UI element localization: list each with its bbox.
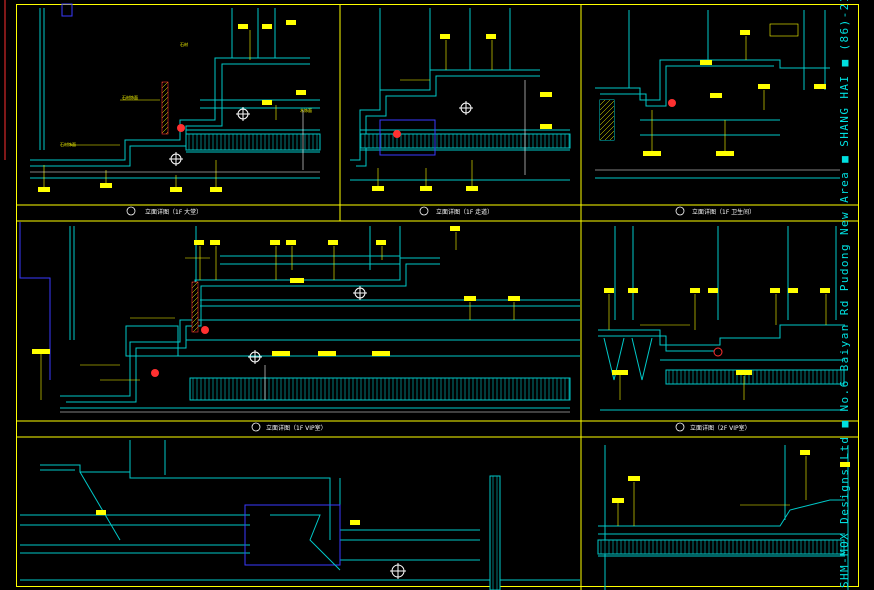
detail-title-5: 立面详图（2F VIP室）	[675, 422, 751, 432]
company-info-vertical: SHM-MOX Designs Ltd ■ No.6 Baiyan Rd Pud…	[838, 0, 851, 588]
detail-2f-vip	[598, 226, 845, 411]
detail-1f-corridor	[350, 8, 571, 191]
detail-title-3: 立面详图（1F 卫生间）	[675, 206, 755, 216]
panel-grid	[16, 4, 859, 590]
detail-title-2: 立面详图（1F 走道）	[419, 206, 493, 216]
detail-title-text-4: 立面详图（1F VIP室）	[266, 424, 327, 432]
detail-title-text-3: 立面详图（1F 卫生间）	[692, 208, 755, 216]
detail-title-4: 立面详图（1F VIP室）	[251, 422, 327, 432]
detail-1f-restroom	[595, 10, 840, 179]
svg-text:木饰面: 木饰面	[300, 107, 312, 113]
detail-title-text-5: 立面详图（2F VIP室）	[690, 424, 751, 432]
detail-1f-vip	[19, 222, 580, 413]
svg-text:石材饰面: 石材饰面	[122, 94, 138, 100]
detail-bottom-right	[597, 445, 850, 590]
detail-title-text-2: 立面详图（1F 走道）	[436, 208, 493, 216]
detail-bottom-left	[20, 440, 580, 590]
detail-title-text-1: 立面详图（1F 大堂）	[145, 208, 202, 216]
svg-text:石材饰面: 石材饰面	[60, 141, 76, 147]
svg-text:石材: 石材	[180, 41, 188, 47]
detail-title-1: 立面详图（1F 大堂）	[126, 206, 202, 216]
